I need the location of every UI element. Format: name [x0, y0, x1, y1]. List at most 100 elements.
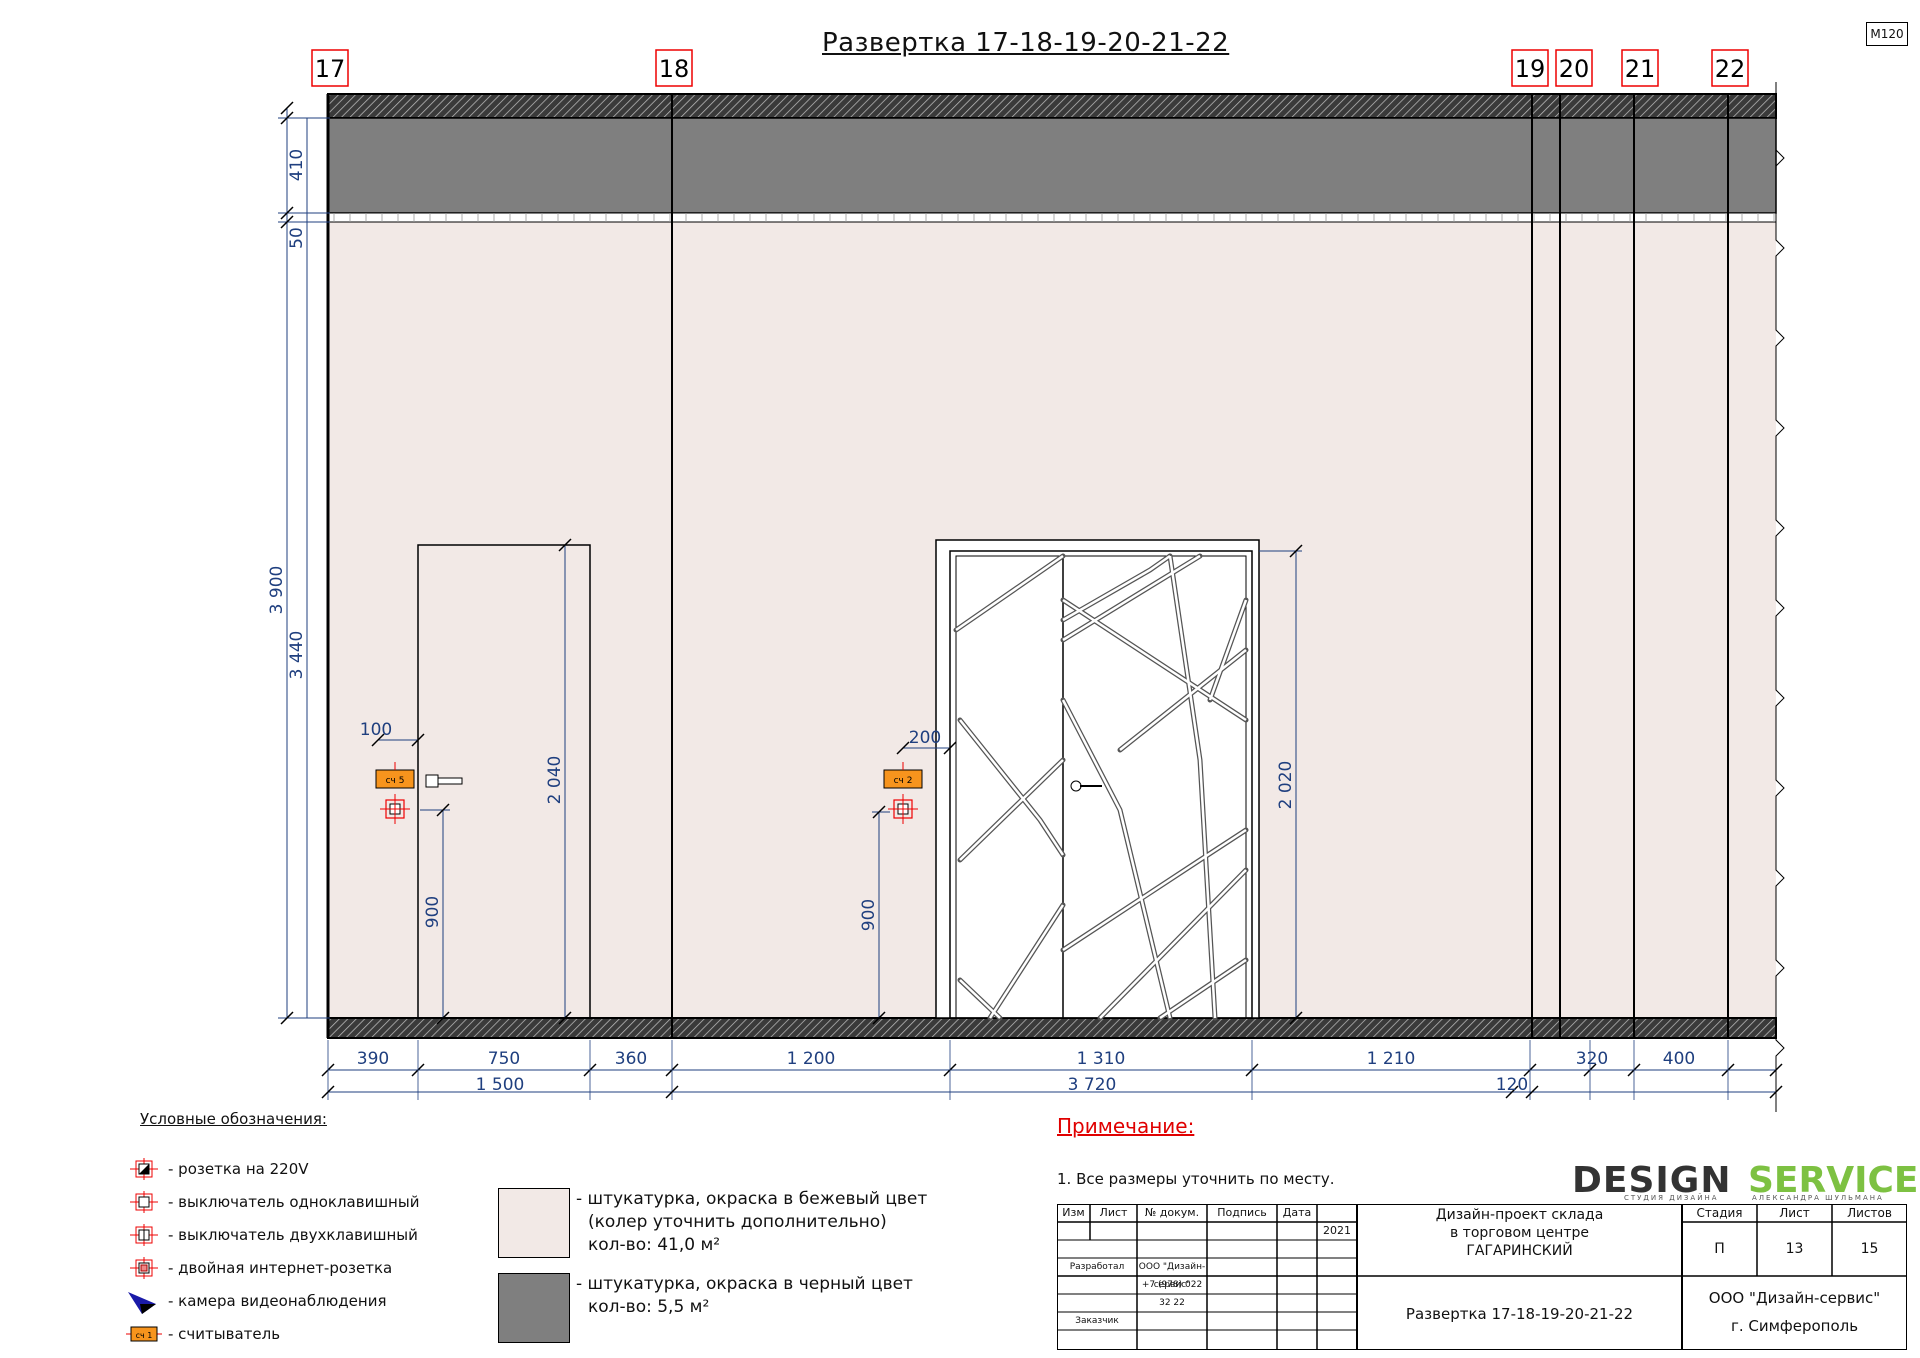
stamp-dev-label: Разработал — [1069, 1262, 1125, 1272]
door-1 — [417, 544, 591, 1018]
dim-door2-offset: 200 — [909, 728, 941, 748]
logo-sub-name: АЛЕКСАНДРА ШУЛЬМАНА — [1752, 1194, 1884, 1202]
single-switch-icon — [126, 1191, 162, 1213]
title-block — [1057, 1204, 1907, 1350]
material-text: кол-во: 5,5 м² — [588, 1297, 710, 1317]
door-1-handle-icon — [425, 774, 463, 788]
stamp-header: Лист — [1099, 1206, 1128, 1219]
stamp-phone: +7 (978) 022 32 22 — [1141, 1280, 1203, 1308]
logo-sub-studio: СТУДИЯ ДИЗАЙНА — [1624, 1194, 1719, 1202]
camera-icon — [126, 1290, 162, 1314]
legend-item-text: - двойная интернет-розетка — [168, 1259, 393, 1277]
stamp-sheet-label: Лист — [1779, 1206, 1810, 1220]
note-title: Примечание: — [1057, 1114, 1195, 1138]
axis-label: 17 — [315, 55, 346, 83]
internet-socket-icon — [126, 1257, 162, 1279]
stamp-sheet: 13 — [1785, 1241, 1804, 1257]
single-switch-1-icon — [380, 794, 410, 824]
note-text: 1. Все размеры уточнить по месту. — [1057, 1170, 1335, 1188]
dim-top-band: 410 — [287, 149, 307, 181]
dim-door1-switch: 900 — [423, 896, 443, 928]
scale-label: М120 — [1866, 22, 1908, 46]
reader-2-icon: сч 2 — [883, 762, 923, 789]
axis-marker-21: 21 — [1621, 49, 1659, 87]
stamp-year: 2021 — [1323, 1224, 1351, 1237]
wall-corner-lines — [671, 94, 1729, 1038]
stamp-header: № докум. — [1144, 1206, 1200, 1219]
dimension-labels: 3 900 3 440 410 50 2 040 900 100 2 020 9… — [267, 149, 1296, 931]
door-2 — [935, 539, 1260, 1021]
stamp-stage: П — [1714, 1241, 1725, 1257]
axis-label: 21 — [1625, 55, 1656, 83]
trim-ticks — [333, 213, 1775, 222]
single-switch-2-icon — [888, 794, 918, 824]
reader-5-icon: сч 5 — [375, 762, 415, 789]
dim-bottom-3: 1 200 — [787, 1049, 836, 1069]
legend-item-text: - выключатель одноклавишный — [168, 1193, 420, 1211]
stamp-sheets-label: Листов — [1847, 1206, 1892, 1220]
dim-bottom-7: 400 — [1663, 1049, 1695, 1069]
legend-item-text: - выключатель двухклавишный — [168, 1226, 418, 1244]
legend-item-text: - камера видеонаблюдения — [168, 1292, 387, 1310]
logo-design: DESIGN — [1572, 1160, 1732, 1201]
dim-bottom-6: 320 — [1576, 1049, 1608, 1069]
logo-service: SERVICE — [1748, 1160, 1919, 1201]
reader-2-label: сч 2 — [894, 776, 913, 786]
dim-wall-height: 3 440 — [287, 631, 307, 680]
axis-marker-22: 22 — [1711, 49, 1749, 87]
axis-label: 19 — [1515, 55, 1546, 83]
stamp-sheet-title: Развертка 17-18-19-20-21-22 — [1405, 1305, 1634, 1323]
dimension-ticks — [280, 101, 1783, 1100]
material-text: - штукатурка, окраска в бежевый цвет — [576, 1189, 928, 1209]
dim-total-height: 3 900 — [267, 566, 287, 615]
axis-marker-19: 19 — [1511, 49, 1549, 87]
material-swatch — [498, 1273, 570, 1343]
reader-5-label: сч 5 — [386, 776, 405, 786]
stamp-header: Изм — [1062, 1206, 1085, 1219]
stamp-stage-label: Стадия — [1696, 1206, 1743, 1220]
material-swatch — [498, 1188, 570, 1258]
axis-marker-18: 18 — [655, 49, 693, 87]
door-handle-icon — [1070, 780, 1082, 792]
drawing-title: Развертка 17-18-19-20-21-22 — [822, 28, 1230, 58]
stamp-project-line: Дизайн-проект склада — [1435, 1207, 1604, 1223]
stamp-sheets: 15 — [1860, 1241, 1879, 1257]
dimension-lines — [278, 108, 1776, 1093]
stamp-customer: Заказчик — [1075, 1316, 1119, 1326]
dim-door2-height: 2 020 — [1276, 761, 1296, 810]
material-text: (колер уточнить дополнительно) — [588, 1212, 887, 1232]
material-text: кол-во: 41,0 м² — [588, 1235, 721, 1255]
reader-icon: сч 1 — [126, 1323, 162, 1345]
break-line — [1775, 82, 1785, 1112]
dim-door1-height: 2 040 — [545, 756, 565, 805]
axis-markers: 17 18 19 20 21 22 — [311, 49, 1749, 87]
ceiling-slab — [327, 93, 1777, 119]
dim-bottom-1: 750 — [488, 1049, 520, 1069]
stamp-city: г. Симферополь — [1730, 1317, 1859, 1335]
axis-marker-17: 17 — [311, 49, 349, 87]
legend-item-text: - розетка на 220V — [168, 1160, 309, 1178]
dim-bottom-2: 360 — [615, 1049, 647, 1069]
socket-220v-icon — [126, 1158, 162, 1180]
dim-door1-offset: 100 — [360, 720, 392, 740]
legend-item-text: - считыватель — [168, 1325, 281, 1343]
floor-slab — [327, 1017, 1777, 1039]
stamp-org: ООО "Дизайн-сервис" — [1708, 1289, 1881, 1307]
stamp-project-line: в торговом центре — [1449, 1225, 1589, 1241]
dim-bottom-total-1: 3 720 — [1068, 1075, 1117, 1095]
dim-door2-switch: 900 — [859, 899, 879, 931]
dim-bottom-5: 1 210 — [1367, 1049, 1416, 1069]
dim-bottom-0: 390 — [357, 1049, 389, 1069]
legend-title: Условные обозначения: — [140, 1110, 327, 1128]
dim-bottom-4: 1 310 — [1077, 1049, 1126, 1069]
axis-label: 22 — [1715, 55, 1746, 83]
ceiling-trim — [327, 212, 1777, 223]
material-text: - штукатурка, окраска в черный цвет — [576, 1274, 913, 1294]
dim-trim: 50 — [287, 227, 307, 249]
wall-band-black — [327, 117, 1777, 214]
axis-label: 20 — [1559, 55, 1590, 83]
stamp-header: Дата — [1282, 1206, 1312, 1219]
stamp-project-line: ГАГАРИНСКИЙ — [1466, 1243, 1573, 1259]
